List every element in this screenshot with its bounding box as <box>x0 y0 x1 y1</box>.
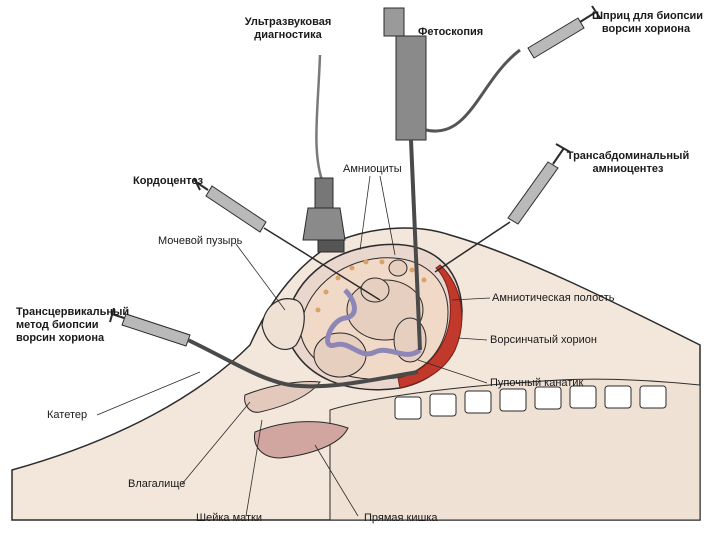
ultrasound-probe <box>302 177 346 253</box>
ultrasound-label-line2: диагностика <box>254 29 322 41</box>
chorion-label: Ворсинчатый хорион <box>490 334 597 346</box>
syringe-biopsy-label-line2: ворсин хориона <box>601 23 691 35</box>
fetoscope <box>383 7 521 351</box>
bladder-organ <box>261 298 305 350</box>
ultrasound-label-line1: Ультразвуковая <box>244 16 332 28</box>
bladder-label: Мочевой пузырь <box>158 235 243 247</box>
ultrasound-cable <box>315 54 324 181</box>
transcervical-label-line1: Трансцервикальный <box>16 306 130 318</box>
amniotic-cavity-label: Амниотическая полость <box>492 292 615 304</box>
cervix-label: Шейка матки <box>196 512 263 524</box>
transcervical-syringe <box>109 307 419 389</box>
placenta <box>397 264 463 389</box>
biopsy-syringe <box>527 5 601 59</box>
catheter-label: Катетер <box>47 409 88 421</box>
umbilical-cord <box>325 288 422 357</box>
cordocentesis-syringe <box>193 177 381 301</box>
transabdominal-syringe <box>434 143 571 273</box>
spine <box>329 378 701 521</box>
syringe-biopsy-label: Шприц для биопсии ворсин хориона <box>592 10 704 36</box>
rectum-organ <box>253 421 349 459</box>
vertebrae <box>394 385 667 420</box>
cordocentesis-label: Кордоцентез <box>133 175 204 187</box>
umbilical-cord-label: Пупочный канатик <box>490 377 584 389</box>
vagina-label: Влагалище <box>128 478 186 490</box>
transabdominal-label-line2: амниоцентез <box>592 163 664 175</box>
transcervical-label-line2: метод биопсии <box>16 319 99 331</box>
transcervical-label: Трансцервикальный метод биопсии ворсин х… <box>16 306 129 345</box>
transabdominal-label: Трансабдоминальный амниоцентез <box>566 150 690 176</box>
amniocytes-label: Амниоциты <box>343 163 402 175</box>
leader-lines <box>96 175 491 517</box>
fetoscopy-label: Фетоскопия <box>418 26 484 38</box>
transcervical-label-line3: ворсин хориона <box>16 332 105 344</box>
ultrasound-label: Ультразвуковая диагностика <box>233 16 343 42</box>
syringe-biopsy-label-line1: Шприц для биопсии <box>592 10 704 22</box>
rectum-label: Прямая кишка <box>364 512 438 524</box>
transabdominal-label-line1: Трансабдоминальный <box>566 150 690 162</box>
